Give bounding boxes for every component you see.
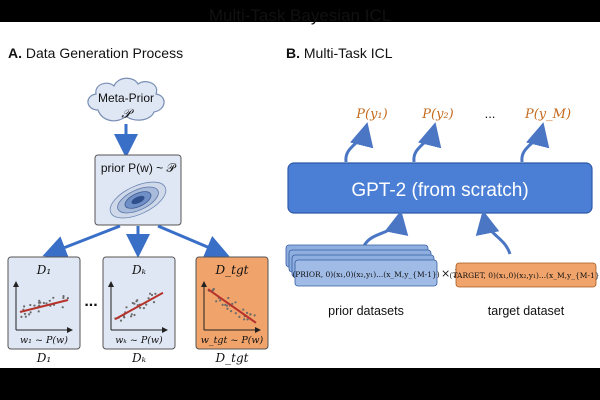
output-ellipsis: ... (485, 106, 496, 121)
caption-dk: Dₖ (131, 351, 147, 365)
arrow-target-into-model (475, 210, 512, 255)
card-dk-weight: wₖ ~ P(w) (115, 335, 163, 346)
card-dtgt-title: D_tgt (215, 263, 249, 277)
target-dataset-caption: target dataset (488, 304, 565, 318)
panel-b-letter: B. (286, 45, 300, 61)
panel-b-title: Multi-Task ICL (303, 45, 393, 61)
dataset-card-dtgt (195, 256, 269, 350)
output-p-y2: P(y₂) (421, 107, 453, 122)
panel-a-heading: A. Data Generation Process (8, 45, 183, 61)
arrow-prior-to-dtgt (157, 224, 230, 259)
prior-dataset-stack (285, 244, 438, 287)
arrow-prior-into-model (362, 210, 409, 247)
meta-prior-label: Meta-Prior (98, 91, 154, 105)
output-p-y1: P(y₁) (355, 107, 387, 122)
cards-ellipsis: ... (84, 293, 97, 310)
gaussian-contour-icon (109, 181, 167, 219)
card-dtgt-weight: w_tgt ~ P(w) (201, 335, 264, 346)
dataset-card-dk (102, 256, 176, 350)
model-label: GPT-2 (from scratch) (351, 180, 528, 201)
caption-dtgt: D_tgt (215, 351, 249, 365)
panel-a-title: Data Generation Process (25, 45, 184, 61)
output-p-ym: P(y_M) (524, 107, 571, 122)
panel-b-heading: B. Multi-Task ICL (286, 45, 393, 61)
card-d1-weight: w₁ ~ P(w) (20, 335, 68, 346)
arrow-to-p-ym (520, 122, 550, 163)
card-d1-title: D₁ (36, 263, 51, 277)
prior-label: prior P(w) ~ 𝒫 (101, 161, 177, 175)
prior-sequence: (PRIOR, 0)(x₁,0)(x₂,y₁)...(x_M,y_{M-1}) (292, 270, 439, 279)
card-dk-title: Dₖ (131, 263, 147, 277)
arrow-to-p-y2 (412, 122, 442, 163)
arrow-to-p-y1 (344, 122, 374, 163)
meta-prior-cloud (87, 77, 165, 122)
dataset-card-d1 (7, 256, 81, 350)
prior-datasets-caption: prior datasets (328, 304, 404, 318)
diagram-title: Multi-Task Bayesian ICL (208, 6, 392, 25)
model-box (287, 162, 593, 214)
target-dataset-box (455, 262, 597, 288)
caption-d1: D₁ (36, 351, 51, 365)
target-sequence: (TARGET, 0)(x₁,0)(x₂,y₁)...(x_M,y_{M-1}) (450, 271, 600, 280)
panel-a-letter: A. (8, 45, 22, 61)
arrow-prior-to-d1 (42, 224, 121, 259)
